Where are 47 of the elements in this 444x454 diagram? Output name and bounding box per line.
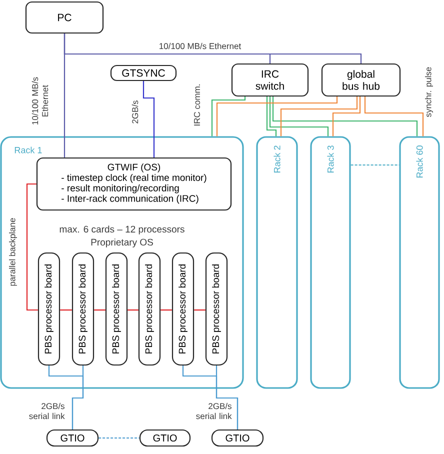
note-text: Proprietary OS [91,238,153,248]
note-text: max. 6 cards – 12 processors [60,226,184,234]
connector-line [364,96,424,136]
rack-frame: Rack 2 [256,136,298,389]
connector-line [216,96,338,136]
connector-line [60,309,72,311]
rounded-box: IRC switch [231,63,309,97]
connector-line [211,96,246,136]
rounded-box: PC [25,1,104,34]
edge-label: parallel backplane [9,218,17,286]
rounded-box: GTWIF (OS) - timestep clock (real time monitor) - result monitoring/recording - Inter-rack communication (IRC) [36,157,232,211]
connector-line [128,309,138,311]
connector-line [216,366,238,430]
rack-frame: Rack 3 [310,136,351,389]
rounded-box: GTSYNC [110,64,177,82]
connector-line [194,309,206,311]
board-box: PBS processor board [205,252,228,366]
board-box: PBS processor board [105,252,128,366]
rounded-box: GTIO [46,429,99,447]
edge-label: 2GB/s serial link [196,402,232,420]
connector-line [332,96,361,136]
connector-line [94,309,106,311]
connector-line [160,309,172,311]
connector-line [269,96,329,136]
connector-line [26,183,38,311]
edge-label: 10/100 MB/s Ethernet [160,42,242,50]
edge-label: synchr. pulse [425,67,433,117]
edge-label: 2GB/s [132,100,138,124]
connector-line [266,96,277,136]
connector-line [280,96,358,136]
rounded-box: GTIO [139,429,191,447]
connector-line [272,96,418,136]
board-box: PBS processor board [38,252,60,366]
dashed-line [350,164,400,166]
edge-label: IRC comm. [194,84,200,126]
edge-label: 10/100 MB/s Ethernet [32,77,48,124]
connector-line [64,34,66,158]
edge-label: 2GB/s serial link [29,402,65,420]
board-box: PBS processor board [138,252,161,366]
dashed-line [98,437,140,439]
board-box: PBS processor board [72,252,94,366]
rounded-box: global bus hub [321,63,401,97]
connector-line [142,81,155,158]
rack-frame: Rack 60 [399,136,440,389]
board-box: PBS processor board [172,252,194,366]
rounded-box: GTIO [211,429,264,447]
connector-line [72,366,84,430]
